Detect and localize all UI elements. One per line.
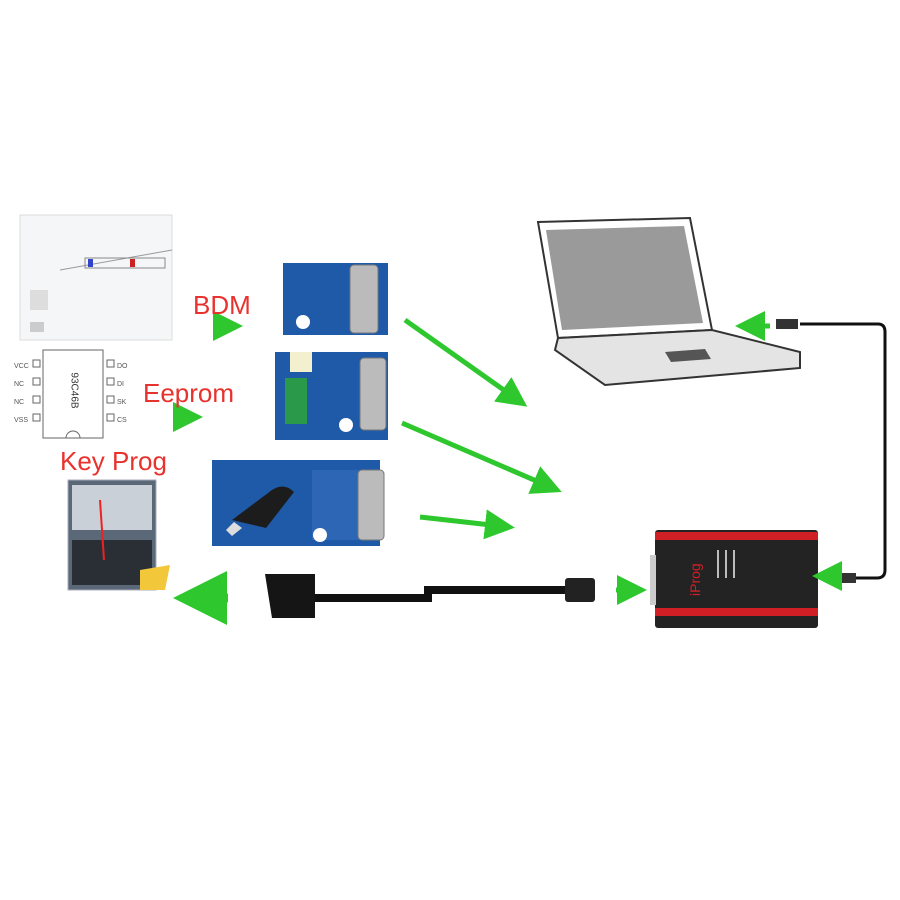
bdm-adapter-board: [283, 263, 388, 335]
chip-name: 93C46B: [68, 372, 80, 409]
key-prog-adapter-board: [212, 460, 385, 546]
bdm-pinout-image: [19, 214, 173, 341]
label-eeprom: Eeprom: [143, 378, 235, 408]
label-bdm: BDM: [193, 290, 251, 320]
eeprom-adapter-board: [275, 352, 388, 440]
arrow-board2: [401, 420, 562, 494]
eeprom-chip-diagram: [32, 349, 115, 439]
chip-pins-left: VCC NC NC VSS: [14, 358, 29, 430]
usb-plug-laptop: [776, 319, 798, 329]
usb-plug-device: [836, 573, 856, 583]
pin-label: VSS: [14, 417, 29, 424]
device-brand: iProg: [687, 563, 703, 596]
label-key-prog: Key Prog: [60, 446, 167, 476]
laptop: [536, 216, 801, 387]
pin-label: NC: [14, 399, 25, 406]
green-arrows: [173, 311, 842, 625]
obd-cable: [265, 574, 595, 618]
iprog-device: iProg: [650, 530, 818, 628]
key-prog-photo: [67, 479, 170, 591]
pin-label: DI: [117, 381, 124, 388]
usb-cable: [800, 322, 887, 580]
arrow-board1: [403, 317, 528, 407]
pin-label: NC: [14, 381, 25, 388]
chip-pins-right: DO DI SK CS: [117, 358, 128, 430]
arrow-board3: [419, 509, 515, 540]
pin-label: SK: [117, 399, 127, 406]
pin-label: VCC: [14, 363, 29, 370]
pin-label: DO: [117, 363, 128, 370]
pin-label: CS: [117, 417, 127, 424]
